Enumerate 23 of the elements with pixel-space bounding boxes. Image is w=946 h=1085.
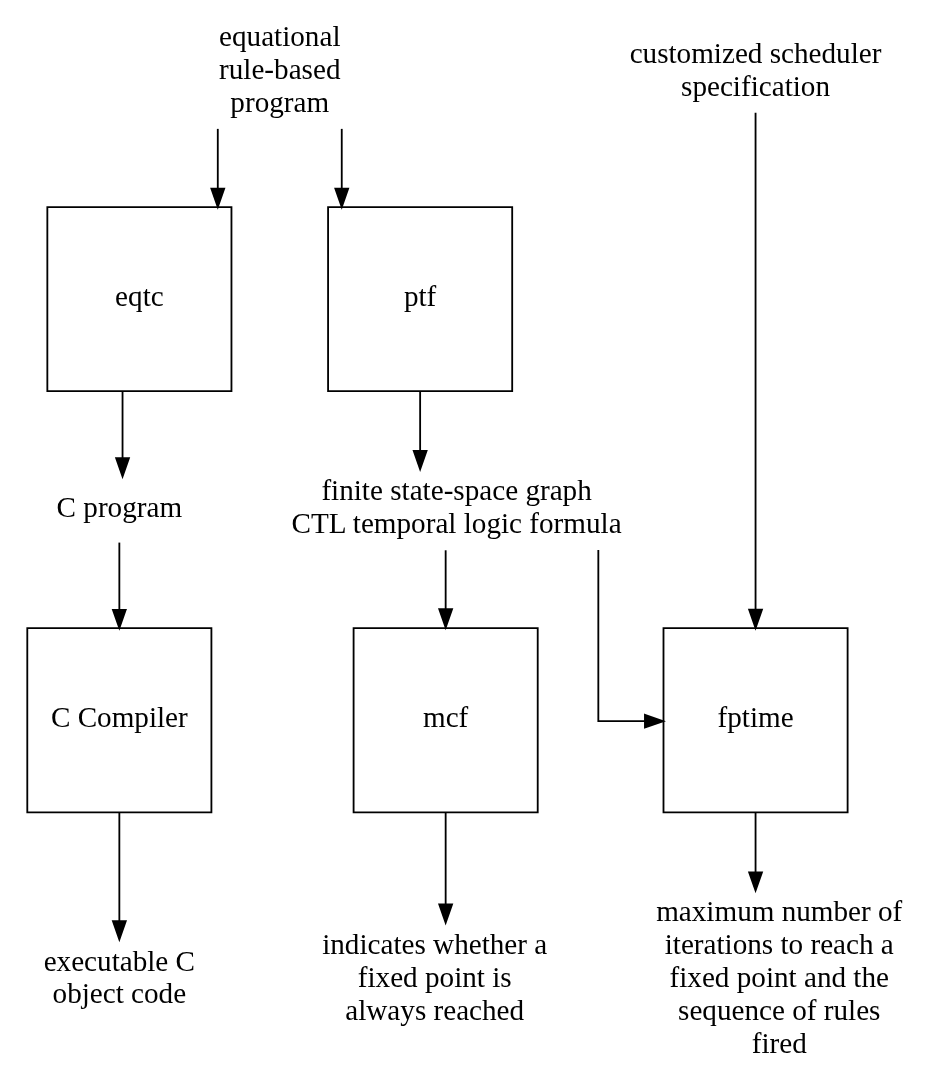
arrow	[597, 549, 666, 729]
node-box: mcf	[352, 627, 539, 814]
arrow	[747, 811, 764, 894]
arrow	[438, 549, 454, 631]
arrow	[412, 390, 428, 472]
arrow	[438, 811, 454, 926]
node-text: finite state-space graph CTL temporal logic formula	[291, 474, 622, 540]
node-box: C Compiler	[26, 627, 213, 814]
arrow	[747, 111, 764, 631]
node-text: indicates whether a fixed point is always reached	[322, 928, 548, 1026]
node-text: C program	[56, 490, 183, 523]
node-text: executable C object code	[43, 944, 196, 1010]
node-box: eqtc	[46, 206, 233, 393]
node-text: maximum number of iterations to reach a fixed point and the sequence of rules fired	[656, 895, 903, 1059]
node-box: ptf	[327, 206, 514, 393]
arrow	[114, 390, 131, 480]
arrow	[111, 541, 127, 631]
arrow	[334, 127, 350, 210]
arrow	[210, 127, 226, 210]
node-text: equational rule-based program	[219, 20, 341, 118]
node-box: fptime	[662, 627, 849, 814]
node-text: customized scheduler specification	[629, 36, 882, 102]
arrow	[111, 811, 127, 943]
